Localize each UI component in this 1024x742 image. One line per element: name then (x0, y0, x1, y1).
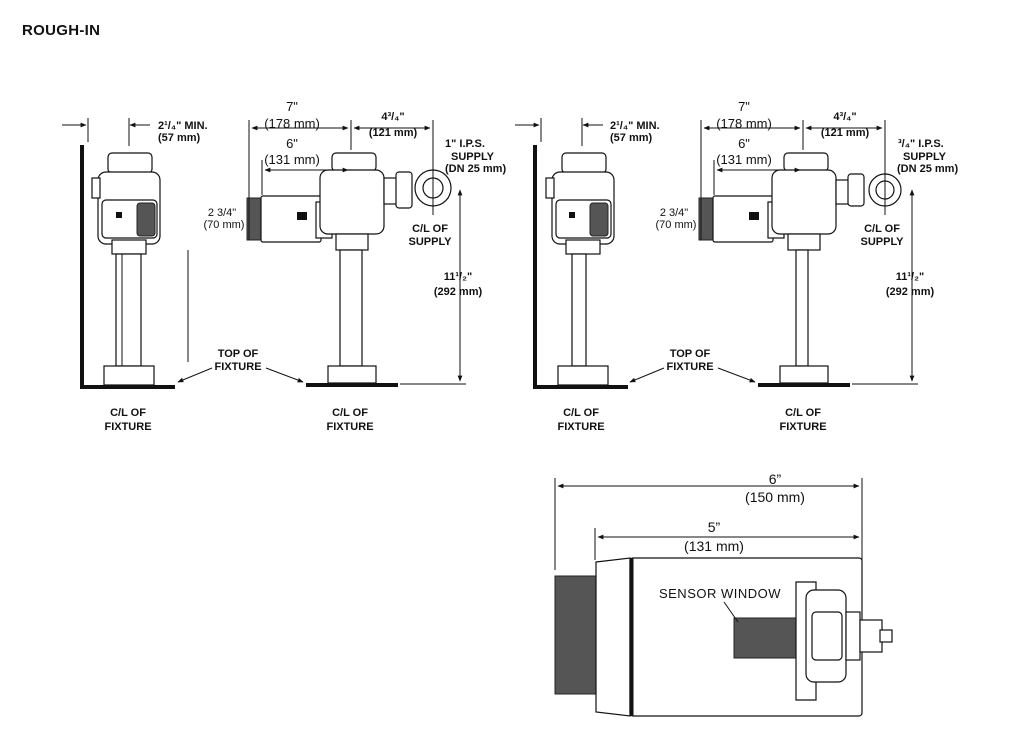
view-a-side: 2¹/₄" MIN. (57 mm) (62, 118, 208, 389)
cl-fixture-label-4: FIXTURE (326, 421, 373, 433)
cl-fixture-label-b1: C/L OF (563, 407, 599, 419)
body-mm-label-b: (131 mm) (716, 152, 772, 167)
offset-label: 4³/₄" (381, 111, 404, 123)
cl-supply-label-b1: C/L OF (864, 223, 900, 235)
cl-fixture-label-3: C/L OF (332, 407, 368, 419)
sensor-window-detail-icon (733, 617, 805, 659)
detail-body-label: 5” (708, 519, 721, 535)
sensor-window-icon (136, 202, 156, 237)
cl-fixture-label-b3: C/L OF (785, 407, 821, 419)
view-b-side: 2¹/₄" MIN. (57 mm) (515, 118, 660, 389)
overall-mm-label-b: (178 mm) (716, 116, 772, 131)
offset-mm-label: (121 mm) (369, 127, 418, 139)
supply-label-1: 1" I.P.S. (445, 138, 485, 150)
detail-body-mm-label: (131 mm) (684, 538, 744, 554)
sensor-detail-view: 6” (150 mm) 5” (131 mm) SENSOR WINDOW (554, 471, 893, 717)
top-fixture-label-b2: FIXTURE (666, 361, 713, 373)
supply-label-b3: (DN 25 mm) (897, 163, 958, 175)
body-mm-label: (131 mm) (264, 152, 320, 167)
body-label-b: 6" (738, 136, 750, 151)
side-gap-label: 2¹/₄" MIN. (158, 120, 208, 132)
cl-supply-label-2: SUPPLY (408, 236, 452, 248)
supply-label-2: SUPPLY (451, 151, 495, 163)
view-b-front: 7" (178 mm) 6" (131 mm) 4³/₄" (121 mm) ³… (557, 99, 958, 433)
view-a-front: 7" (178 mm) 6" (131 mm) 4³/₄" (121 mm) 1… (104, 99, 506, 433)
height-mm-label: (292 mm) (434, 286, 483, 298)
overall-label-b: 7" (738, 99, 750, 114)
detail-overall-label: 6” (769, 471, 782, 487)
detail-overall-mm-label: (150 mm) (745, 489, 805, 505)
overall-mm-label: (178 mm) (264, 116, 320, 131)
fixture-top-line (306, 383, 398, 387)
cl-supply-label-1: C/L OF (412, 223, 448, 235)
sensor-height-mm-label-b: (70 mm) (656, 219, 697, 231)
supply-label-b2: SUPPLY (903, 151, 947, 163)
cl-fixture-label-b2: FIXTURE (557, 421, 604, 433)
cl-fixture-label-b4: FIXTURE (779, 421, 826, 433)
supply-label-3: (DN 25 mm) (445, 163, 506, 175)
supply-label-b1: ³/₄" I.P.S. (898, 138, 944, 150)
top-fixture-label-b1: TOP OF (670, 348, 711, 360)
height-mm-label-b: (292 mm) (886, 286, 935, 298)
side-gap-label-b: 2¹/₄" MIN. (610, 120, 660, 132)
floor-line (80, 385, 175, 389)
offset-label-b: 4³/₄" (833, 111, 856, 123)
height-label: 11¹/₂" (444, 271, 472, 283)
side-gap-mm-label: (57 mm) (158, 132, 201, 144)
side-gap-mm-label-b: (57 mm) (610, 132, 653, 144)
sensor-height-label: 2 3/4" (208, 207, 236, 219)
sensor-window-label: SENSOR WINDOW (659, 586, 781, 601)
sensor-height-label-b: 2 3/4" (660, 207, 688, 219)
wall-line (80, 145, 84, 389)
overall-label: 7" (286, 99, 298, 114)
sensor-height-mm-label: (70 mm) (204, 219, 245, 231)
top-fixture-label-1: TOP OF (218, 348, 259, 360)
page-heading: ROUGH-IN (22, 22, 101, 39)
top-fixture-label-2: FIXTURE (214, 361, 261, 373)
cl-supply-label-b2: SUPPLY (860, 236, 904, 248)
body-label: 6" (286, 136, 298, 151)
sensor-window-icon (589, 202, 609, 237)
sensor-cap-detail (554, 575, 598, 695)
offset-mm-label-b: (121 mm) (821, 127, 870, 139)
cl-fixture-label-2: FIXTURE (104, 421, 151, 433)
cl-fixture-label-1: C/L OF (110, 407, 146, 419)
height-label-b: 11¹/₂" (896, 271, 924, 283)
